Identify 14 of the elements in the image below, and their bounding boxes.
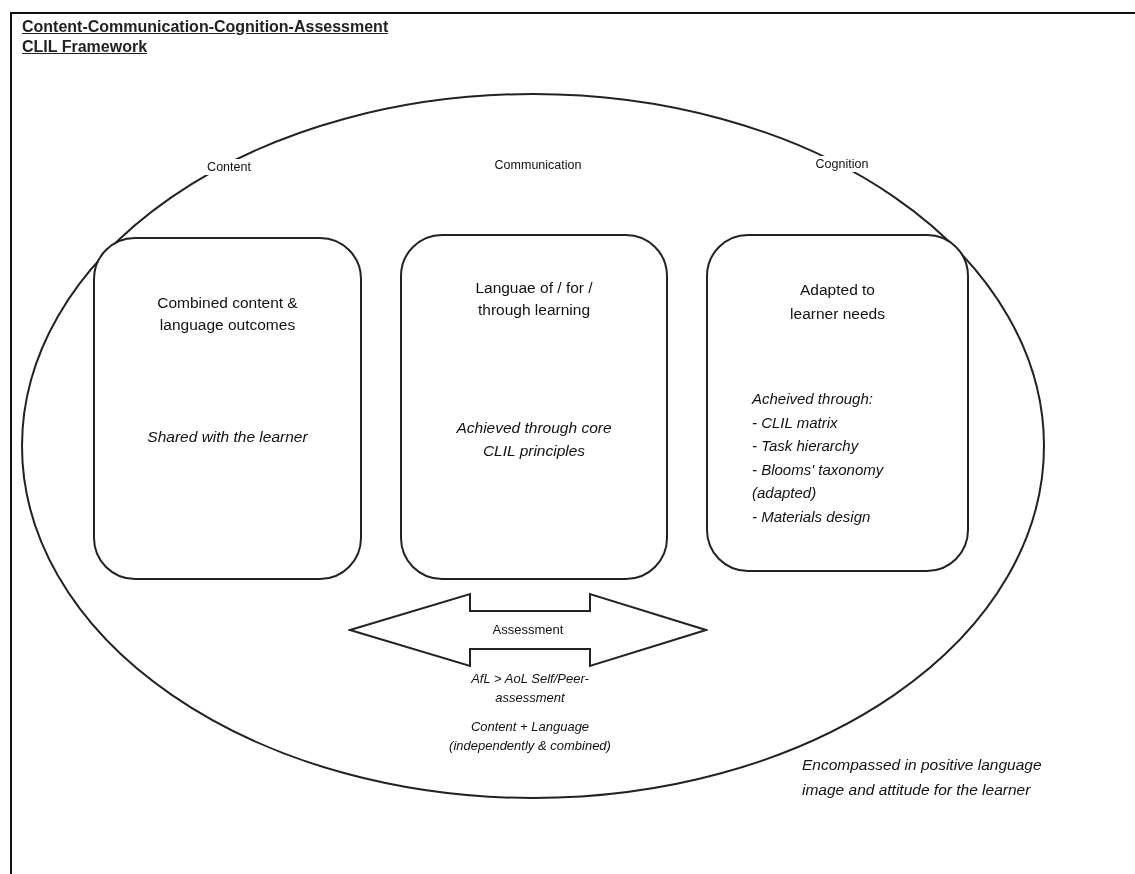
list-item: - CLIL matrix <box>752 412 839 433</box>
arrow-label: Assessment <box>491 622 565 638</box>
note-text: Content + Language (independently & combined) <box>448 718 612 755</box>
title: Content-Communication-Cognition-Assessment CLIL Framework <box>22 17 390 57</box>
italic-note: Achieved through core CLIL principles <box>455 418 613 461</box>
box-text: Languae of / for / through learning <box>474 278 594 320</box>
list-item: - Materials design <box>752 506 872 527</box>
box-text: Combined content & language outcomes <box>156 293 299 335</box>
box-text: Adapted to learner needs <box>789 280 886 324</box>
list-item: - Task hierarchy <box>752 436 860 457</box>
list-item: Acheived through: <box>752 389 874 409</box>
list-item: - Blooms' taxonomy (adapted) <box>752 459 885 504</box>
italic-note: Shared with the learner <box>146 427 309 447</box>
note-text: AfL > AoL Self/Peer-assessment <box>470 670 590 707</box>
